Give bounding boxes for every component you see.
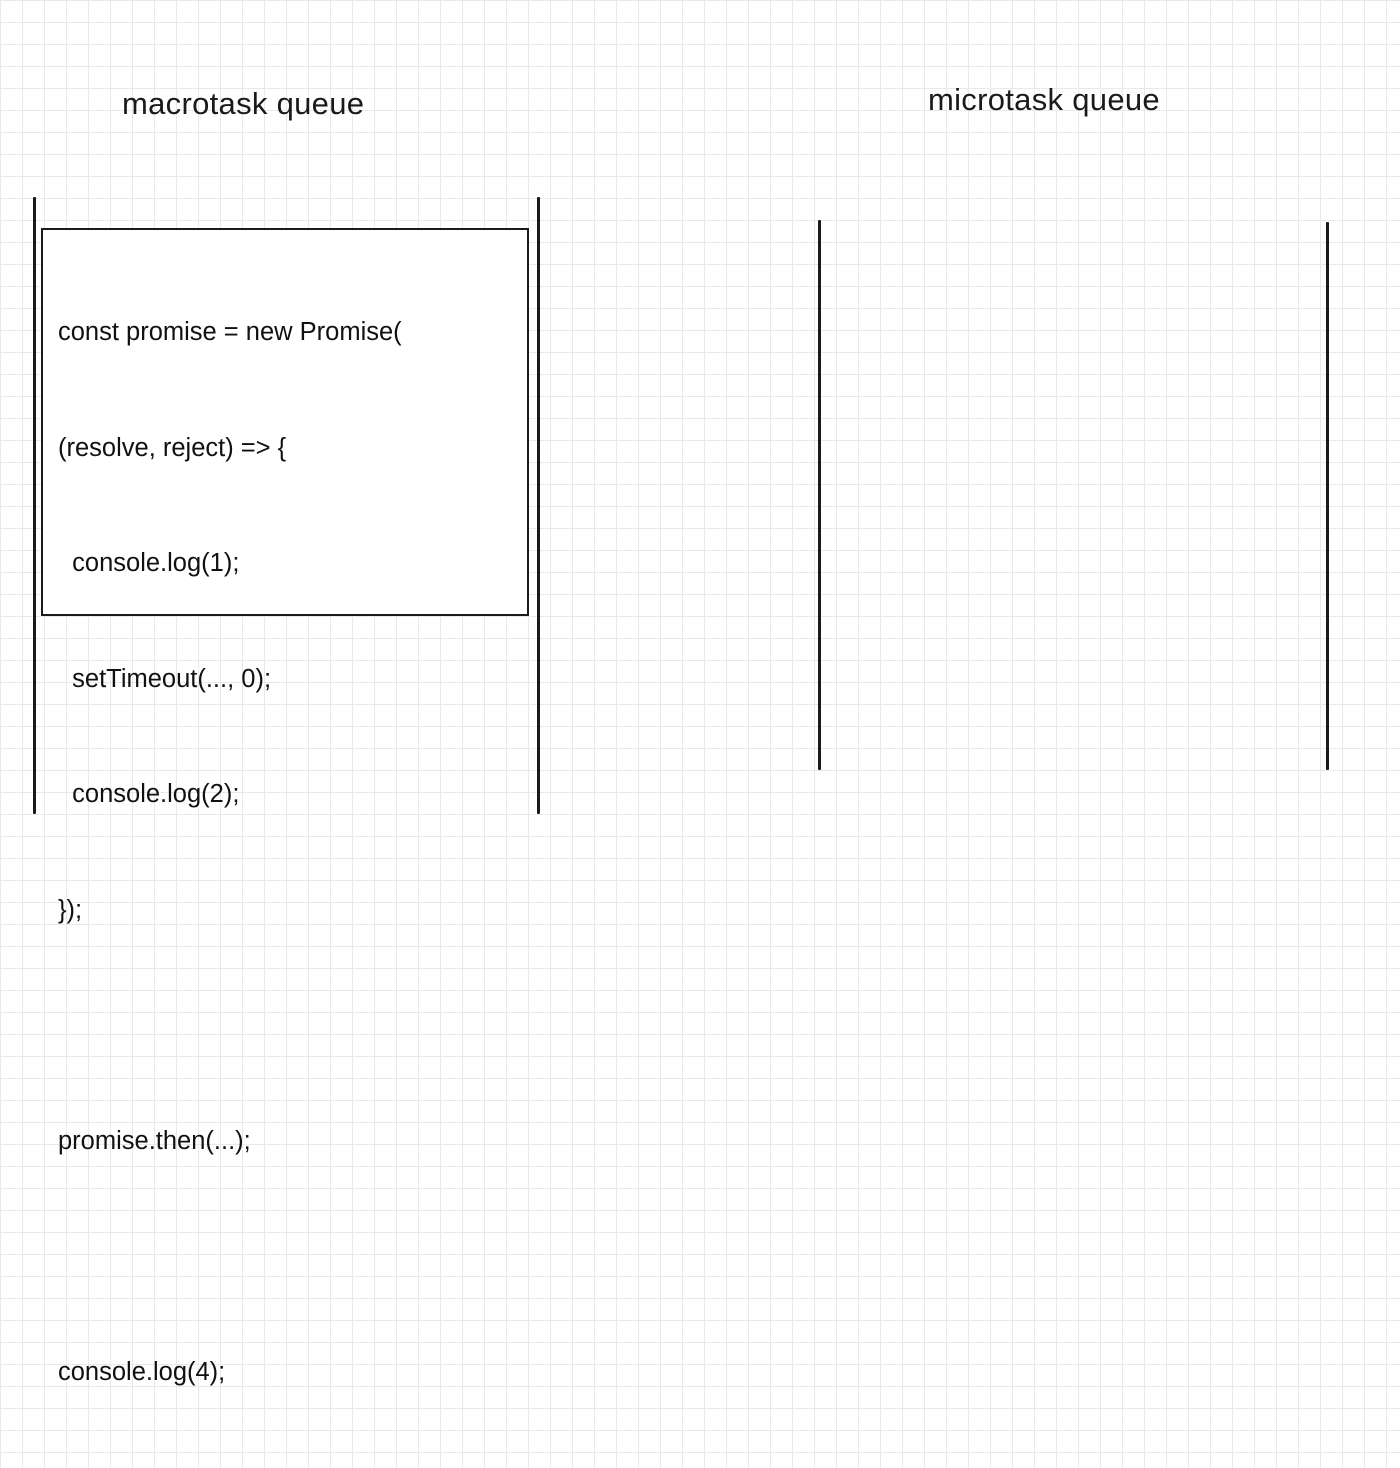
code-line (58, 1237, 402, 1276)
code-line: setTimeout(..., 0); (58, 664, 272, 693)
microtask-queue-left-wall (818, 220, 821, 770)
macrotask-queue-left-wall (33, 197, 36, 814)
code-line: console.log(2); (58, 780, 240, 808)
microtask-queue-title: microtask queue (928, 82, 1160, 117)
macrotask-queue-title: macrotask queue (122, 86, 365, 121)
code-line: promise.then(...); (58, 1126, 251, 1155)
code-line: console.log(4); (58, 1357, 226, 1386)
code-line: }); (58, 895, 83, 924)
code-listing: const promise = new Promise( (resolve, r… (58, 236, 402, 1468)
macrotask-code-block: const promise = new Promise( (resolve, r… (41, 228, 529, 1386)
code-line: const promise = new Promise( (58, 318, 402, 346)
microtask-queue-right-wall (1326, 222, 1329, 770)
code-line (58, 1006, 402, 1045)
code-line: (resolve, reject) => { (58, 433, 287, 462)
code-line: console.log(1); (58, 549, 240, 577)
macrotask-queue-right-wall (537, 197, 540, 814)
